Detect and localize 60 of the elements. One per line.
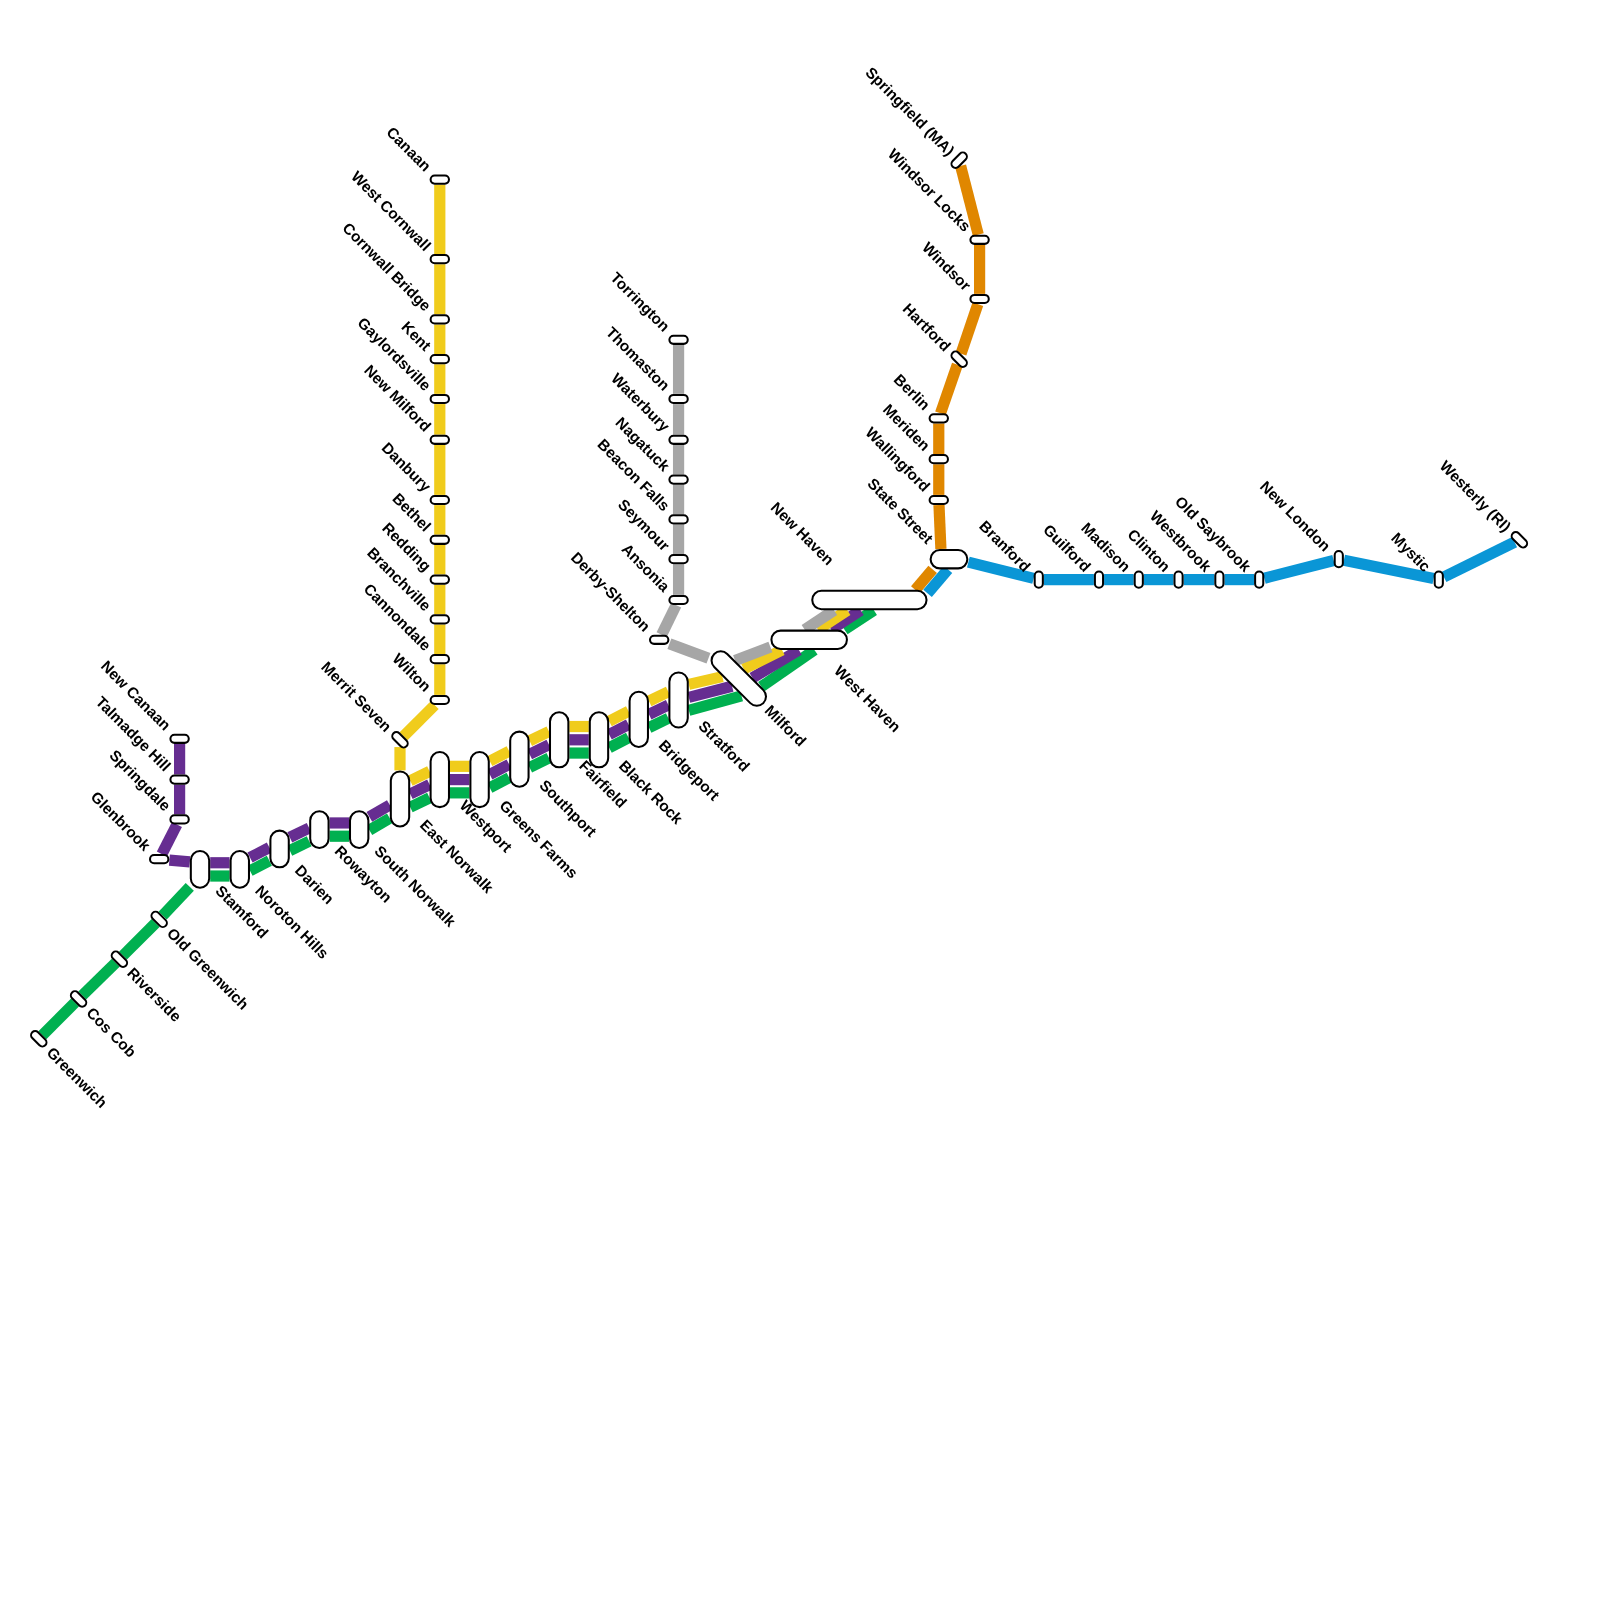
rail-line [329, 817, 349, 829]
rail-line [450, 774, 470, 786]
rail-line [434, 404, 446, 435]
rail-line [974, 244, 986, 294]
rail-line [158, 883, 194, 920]
rail-line [935, 362, 963, 416]
rail-line [569, 720, 589, 733]
rail-line [687, 680, 734, 703]
rail-line [687, 671, 724, 690]
rail-line [210, 857, 230, 869]
rail-line [210, 870, 230, 882]
rail-line [672, 484, 685, 515]
rail-line [174, 743, 186, 775]
rail-line [174, 784, 186, 815]
rail-line [78, 958, 120, 1000]
rail-line [168, 854, 191, 868]
rail-line [933, 423, 945, 455]
rail-line [672, 524, 685, 555]
rail-line [1441, 537, 1518, 583]
rail-line [1104, 574, 1134, 586]
rail-line [672, 564, 685, 595]
rail-line [450, 760, 470, 772]
rail-line [672, 404, 685, 435]
rail-line [955, 164, 984, 237]
rail-line [1224, 574, 1255, 586]
rail-line [434, 664, 446, 695]
rail-line [1043, 574, 1094, 586]
rail-line [1262, 555, 1336, 584]
rail-line [434, 584, 446, 615]
station-name: Cos Cob [83, 1003, 141, 1061]
rail-line [434, 444, 446, 495]
rail-line [329, 830, 349, 842]
rail-line [955, 302, 984, 356]
rail-line [450, 787, 470, 799]
rail-line [434, 324, 446, 355]
rail-line [1342, 554, 1435, 585]
rail-line [672, 444, 685, 475]
rail-line [434, 544, 446, 575]
rail-line [1183, 574, 1215, 586]
rail-line [933, 464, 945, 495]
rail-line [672, 344, 685, 394]
rail-line [434, 624, 446, 655]
rail-line [434, 364, 446, 394]
rail-line [38, 998, 79, 1040]
rail-line [399, 701, 439, 741]
rail-line [656, 602, 682, 638]
rail-line [569, 734, 589, 746]
rail-line [569, 747, 589, 759]
rail-line [1143, 574, 1174, 586]
rail-line [687, 690, 743, 716]
rail-line [434, 505, 446, 535]
rail-line [933, 504, 947, 550]
rail-line [156, 821, 182, 857]
rail-line [667, 638, 711, 664]
rail-line [119, 919, 160, 960]
rail-line [967, 556, 1036, 584]
rail-line [434, 184, 446, 255]
rail-line [733, 641, 773, 666]
rail-line [434, 264, 446, 315]
rail-line [394, 747, 406, 771]
